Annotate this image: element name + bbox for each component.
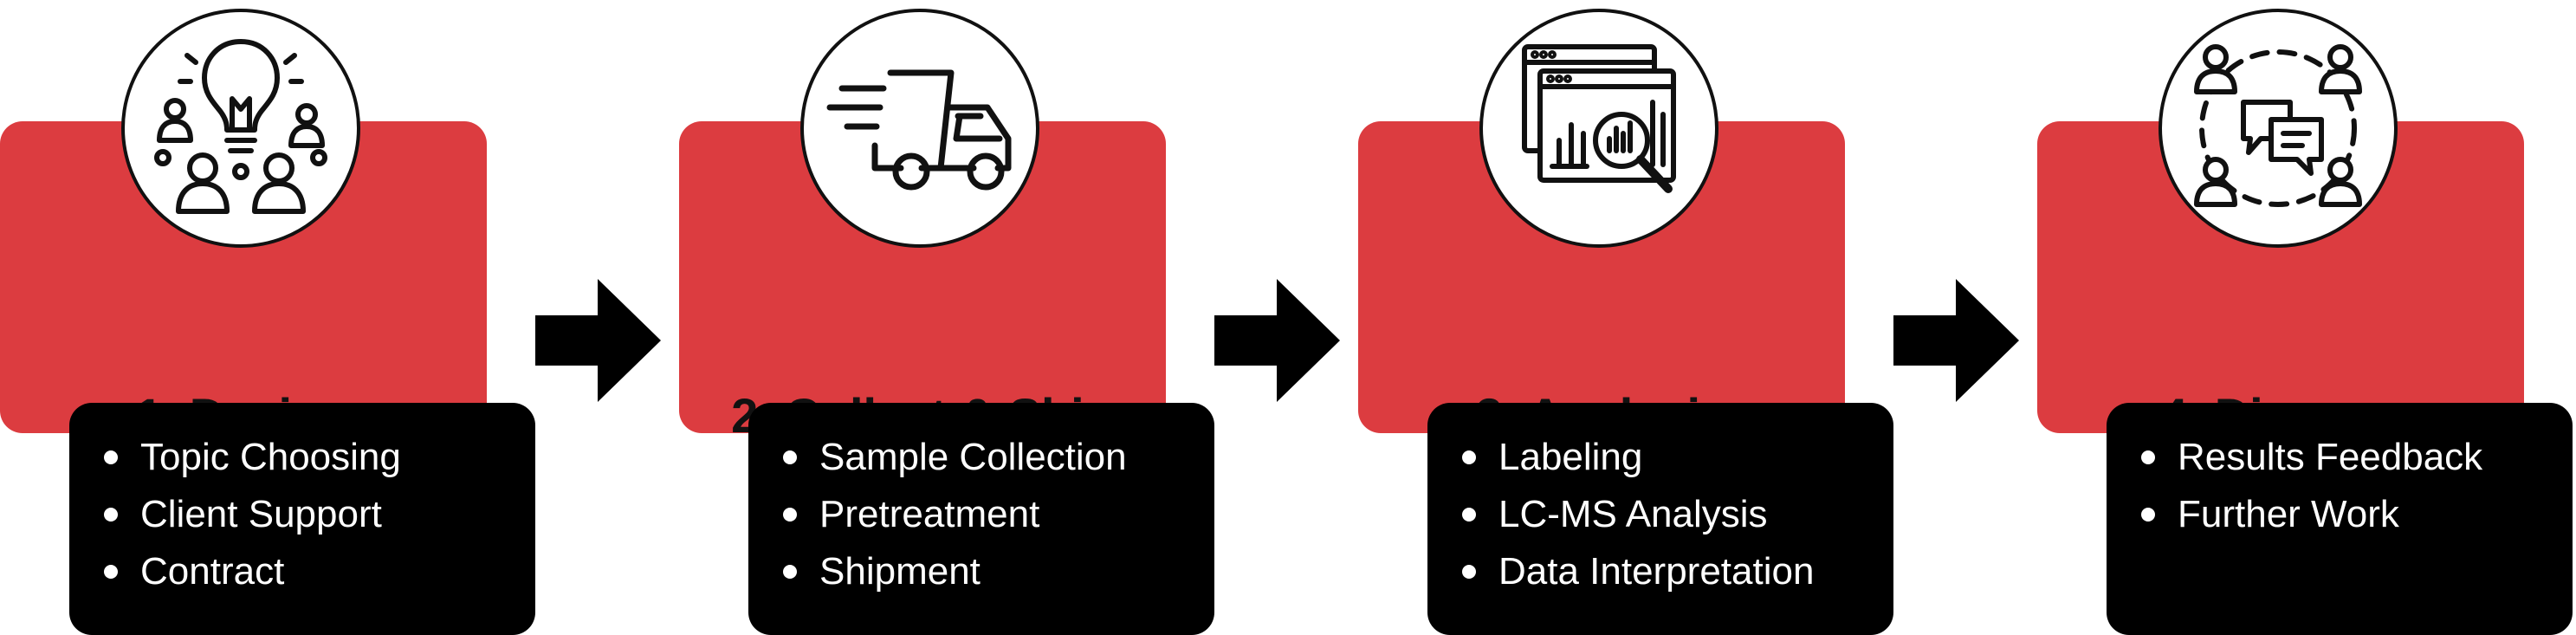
icon-badge — [800, 9, 1039, 248]
data-analysis-magnifier-icon — [1522, 44, 1676, 193]
detail-box: Results Feedback Further Work — [2107, 403, 2573, 635]
detail-box: Labeling LC-MS Analysis Data Interpretat… — [1427, 403, 1893, 635]
step-analysis: 3. Analysis — [1358, 0, 1913, 635]
step-discuss: 4. Discuss — [2037, 0, 2576, 635]
detail-item: Pretreatment — [778, 486, 1214, 543]
detail-item: Further Work — [2136, 486, 2573, 543]
detail-item: Client Support — [99, 486, 535, 543]
detail-item: Labeling — [1457, 429, 1893, 486]
detail-box: Topic Choosing Client Support Contract — [69, 403, 535, 635]
detail-item: LC-MS Analysis — [1457, 486, 1893, 543]
detail-item: Topic Choosing — [99, 429, 535, 486]
step-collect-ship: 2. Collect & Ship — [679, 0, 1233, 635]
detail-box: Sample Collection Pretreatment Shipment — [748, 403, 1214, 635]
group-discussion-icon — [2194, 44, 2362, 207]
detail-item: Results Feedback — [2136, 429, 2573, 486]
icon-badge — [2159, 9, 2398, 248]
arrow-right-icon — [535, 279, 661, 402]
detail-item: Sample Collection — [778, 429, 1214, 486]
arrow-right-icon — [1893, 279, 2019, 402]
icon-badge — [121, 9, 360, 248]
step-design: 1. Design — [0, 0, 554, 635]
lightbulb-people-icon — [154, 39, 327, 214]
delivery-truck-icon — [826, 69, 1012, 191]
arrow-right-icon — [1214, 279, 1340, 402]
detail-item: Shipment — [778, 543, 1214, 600]
detail-list: Labeling LC-MS Analysis Data Interpretat… — [1457, 429, 1893, 600]
detail-list: Sample Collection Pretreatment Shipment — [778, 429, 1214, 600]
detail-list: Topic Choosing Client Support Contract — [99, 429, 535, 600]
detail-item: Contract — [99, 543, 535, 600]
detail-list: Results Feedback Further Work — [2136, 429, 2573, 543]
detail-item: Data Interpretation — [1457, 543, 1893, 600]
icon-badge — [1479, 9, 1718, 248]
